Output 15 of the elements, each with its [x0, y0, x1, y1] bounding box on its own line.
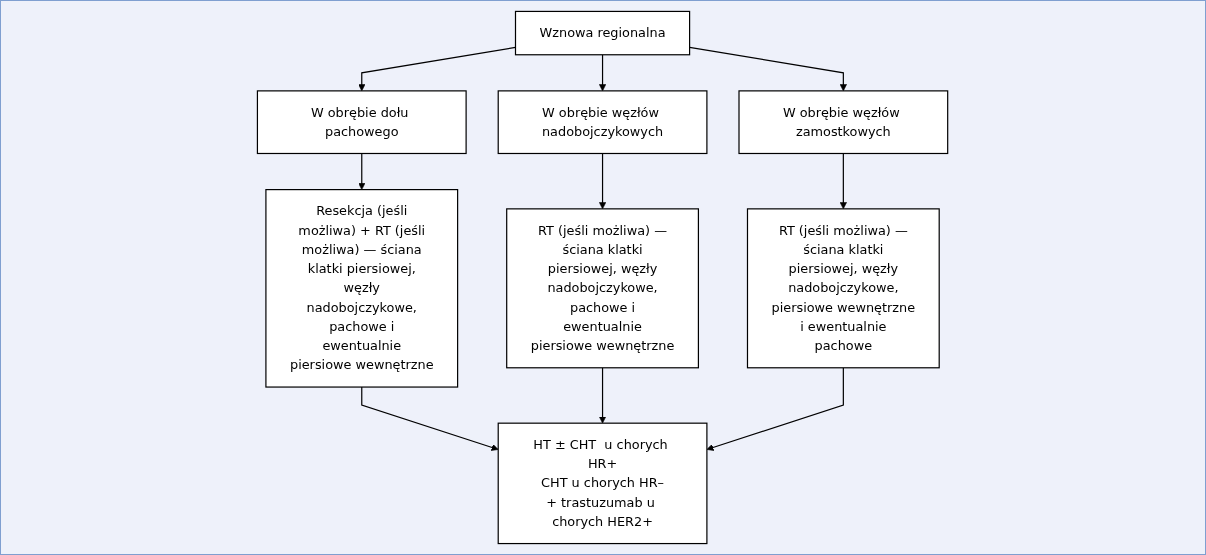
arrow: [358, 152, 366, 190]
arrow: [707, 367, 845, 451]
node-box: RT (jeśli możliwa) — ściana klatki piersiowej, węzły nadobojczykowe, pachowe i ewentualnie piersiowe wewnętrzne: [506, 208, 700, 369]
arrow: [840, 152, 848, 210]
arrow: [599, 54, 607, 92]
node-box: W obrębie węzłów nadobojczykowych: [498, 90, 708, 155]
arrow: [361, 386, 499, 451]
node-box: W obrębie dołu pachowego: [257, 90, 468, 155]
arrow: [599, 367, 607, 424]
node-box: Wznowa regionalna: [515, 10, 691, 56]
node-box: Resekcja (jeśli możliwa) + RT (jeśli możliwa) — ściana klatki piersiowej, węzły nadobojczykowe, pachowe i ewentualnie piersiowe wewnętrzne: [265, 189, 459, 388]
node-box: RT (jeśli możliwa) — ściana klatki piersiowej, węzły nadobojczykowe, piersiowe wewnętrzne i ewentualnie pachowe: [747, 208, 941, 369]
node-box: HT ± CHT u chorych HR+ CHT u chorych HR– + trastuzumab u chorych HER2+: [498, 422, 708, 545]
arrow: [599, 152, 607, 210]
node-box: W obrębie węzłów zamostkowych: [738, 90, 949, 155]
